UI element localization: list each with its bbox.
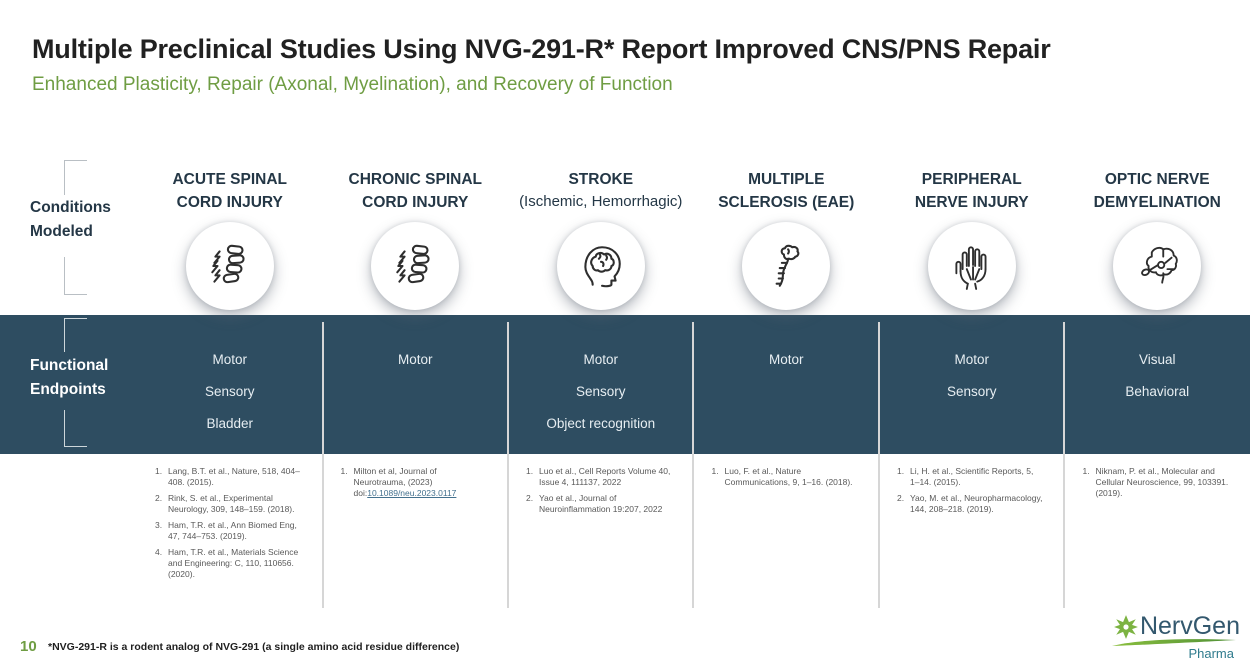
bracket-top-conditions <box>64 160 87 195</box>
reference-item: Luo, F. et al., Nature Communications, 9… <box>712 466 858 488</box>
endpoint-item: Motor <box>954 352 989 367</box>
page-number: 10 <box>20 638 37 655</box>
bracket-bottom-conditions <box>64 257 87 295</box>
neuron-star-icon <box>1114 614 1138 639</box>
condition-icon-circle <box>185 222 274 310</box>
references-list: Li, H. et al., Scientific Reports, 5, 1–… <box>897 466 1043 520</box>
reference-text: Li, H. et al., Scientific Reports, 5, 1–… <box>910 466 1034 488</box>
reference-item: Li, H. et al., Scientific Reports, 5, 1–… <box>897 466 1043 488</box>
functional-endpoints-label: Functional Endpoints <box>30 357 109 398</box>
reference-item: Luo et al., Cell Reports Volume 40, Issu… <box>526 466 672 488</box>
reference-text: Ham, T.R. et al., Ann Biomed Eng, 47, 74… <box>168 520 297 542</box>
condition-icon-circle <box>371 222 460 310</box>
column-stroke: STROKE (Ischemic, Hemorrhagic) Motor Sen… <box>508 168 694 669</box>
column-multiple-sclerosis: MULTIPLE SCLEROSIS (EAE) Motor Luo, F. e… <box>694 168 880 669</box>
brain-head-icon <box>584 246 621 288</box>
reference-text: Luo, F. et al., Nature Communications, 9… <box>724 466 853 488</box>
reference-text: Yao et al., Journal of Neuroinflammation… <box>539 493 663 515</box>
column-peripheral-nerve-injury: PERIPHERAL NERVE INJURY Motor Sensory <box>879 168 1065 669</box>
endpoints-list: Motor Sensory Object recognition <box>508 344 694 440</box>
bracket-bottom-endpoints <box>64 410 87 447</box>
endpoint-item: Motor <box>768 352 804 367</box>
condition-title: PERIPHERAL NERVE INJURY <box>914 171 1029 211</box>
endpoints-list: Motor <box>694 344 880 376</box>
page-subtitle: Enhanced Plasticity, Repair (Axonal, Mye… <box>32 74 673 95</box>
column-acute-spinal-cord-injury: ACUTE SPINAL CORD INJURY Motor Sensory B… <box>137 168 323 669</box>
column-divider <box>507 322 509 608</box>
references-list: Lang, B.T. et al., Nature, 518, 404–408.… <box>155 466 301 585</box>
condition-icon-circle <box>927 222 1016 310</box>
brain-optic-nerve-icon <box>1141 246 1179 284</box>
condition-title: MULTIPLE SCLEROSIS (EAE) <box>718 171 855 211</box>
doi-link[interactable]: 10.1089/neu.2023.0117 <box>367 488 457 499</box>
logo-sub-label: Pharma <box>1188 646 1234 661</box>
spine-injury-icon <box>211 244 245 284</box>
endpoint-item: Motor <box>212 352 247 367</box>
condition-icon-circle <box>556 222 645 310</box>
endpoints-list: Visual Behavioral <box>1065 344 1250 408</box>
reference-item: Rink, S. et al., Experimental Neurology,… <box>155 493 301 515</box>
condition-title: CHRONIC SPINAL CORD INJURY <box>348 171 482 211</box>
condition-icon-circle <box>1113 222 1202 310</box>
reference-text: Niknam, P. et al., Molecular and Cellula… <box>1095 466 1229 499</box>
reference-text: Milton et al, Journal of Neurotrauma, (2… <box>353 466 437 499</box>
column-divider <box>322 322 324 608</box>
endpoint-item: Visual <box>1138 352 1176 367</box>
condition-title: ACUTE SPINAL CORD INJURY <box>172 171 288 211</box>
column-divider <box>692 322 694 608</box>
reference-item: Milton et al, Journal of Neurotrauma, (2… <box>341 466 487 499</box>
reference-text: Rink, S. et al., Experimental Neurology,… <box>168 493 295 515</box>
logo-name: NervGen <box>1139 612 1240 640</box>
reference-item: Ham, T.R. et al., Ann Biomed Eng, 47, 74… <box>155 520 301 542</box>
endpoint-item: Sensory <box>204 384 255 399</box>
reference-item: Ham, T.R. et al., Materials Science and … <box>155 547 301 580</box>
hand-nerves-icon <box>955 246 987 290</box>
endpoint-item: Object recognition <box>546 416 656 431</box>
footnote: *NVG-291-R is a rodent analog of NVG-291… <box>48 641 460 653</box>
logo-swoosh <box>1112 639 1236 646</box>
column-optic-nerve-demyelination: OPTIC NERVE DEMYELINATION Visual Behavio… <box>1065 168 1250 669</box>
condition-columns: ACUTE SPINAL CORD INJURY Motor Sensory B… <box>137 168 1250 669</box>
references-list: Niknam, P. et al., Molecular and Cellula… <box>1083 466 1229 504</box>
bracket-top-endpoints <box>64 318 87 352</box>
condition-subtitle: (Ischemic, Hemorrhagic) <box>519 193 683 210</box>
spine-injury-icon <box>396 244 430 284</box>
condition-icon-circle <box>742 222 831 310</box>
reference-text: Yao, M. et al., Neuropharmacology, 144, … <box>910 493 1043 515</box>
nervgen-logo: NervGen Pharma <box>1110 612 1240 661</box>
column-divider <box>1063 322 1065 608</box>
references-list: Luo et al., Cell Reports Volume 40, Issu… <box>526 466 672 520</box>
endpoint-item: Motor <box>583 352 618 367</box>
endpoints-list: Motor Sensory <box>879 344 1065 408</box>
endpoint-item: Bladder <box>206 416 254 431</box>
endpoints-band <box>0 315 1250 454</box>
reference-item: Lang, B.T. et al., Nature, 518, 404–408.… <box>155 466 301 488</box>
column-chronic-spinal-cord-injury: CHRONIC SPINAL CORD INJURY Motor Milton … <box>323 168 509 669</box>
reference-text: Luo et al., Cell Reports Volume 40, Issu… <box>539 466 671 488</box>
condition-title: STROKE <box>568 171 634 188</box>
reference-text: Ham, T.R. et al., Materials Science and … <box>168 547 299 580</box>
column-divider <box>878 322 880 608</box>
endpoint-item: Motor <box>397 352 433 367</box>
reference-item: Yao, M. et al., Neuropharmacology, 144, … <box>897 493 1043 515</box>
conditions-modeled-label: Conditions Modeled <box>30 199 111 240</box>
endpoint-item: Sensory <box>946 384 997 399</box>
endpoints-list: Motor Sensory Bladder <box>137 344 323 440</box>
condition-title: OPTIC NERVE DEMYELINATION <box>1093 171 1221 211</box>
brain-spinal-cord-icon <box>775 244 800 287</box>
references-list: Milton et al, Journal of Neurotrauma, (2… <box>341 466 487 504</box>
reference-item: Niknam, P. et al., Molecular and Cellula… <box>1083 466 1229 499</box>
references-list: Luo, F. et al., Nature Communications, 9… <box>712 466 858 493</box>
reference-text: Lang, B.T. et al., Nature, 518, 404–408.… <box>168 466 300 488</box>
endpoints-list: Motor <box>323 344 509 376</box>
endpoint-item: Behavioral <box>1125 384 1190 399</box>
page-title: Multiple Preclinical Studies Using NVG-2… <box>32 34 1051 65</box>
endpoint-item: Sensory <box>575 384 626 399</box>
reference-item: Yao et al., Journal of Neuroinflammation… <box>526 493 672 515</box>
